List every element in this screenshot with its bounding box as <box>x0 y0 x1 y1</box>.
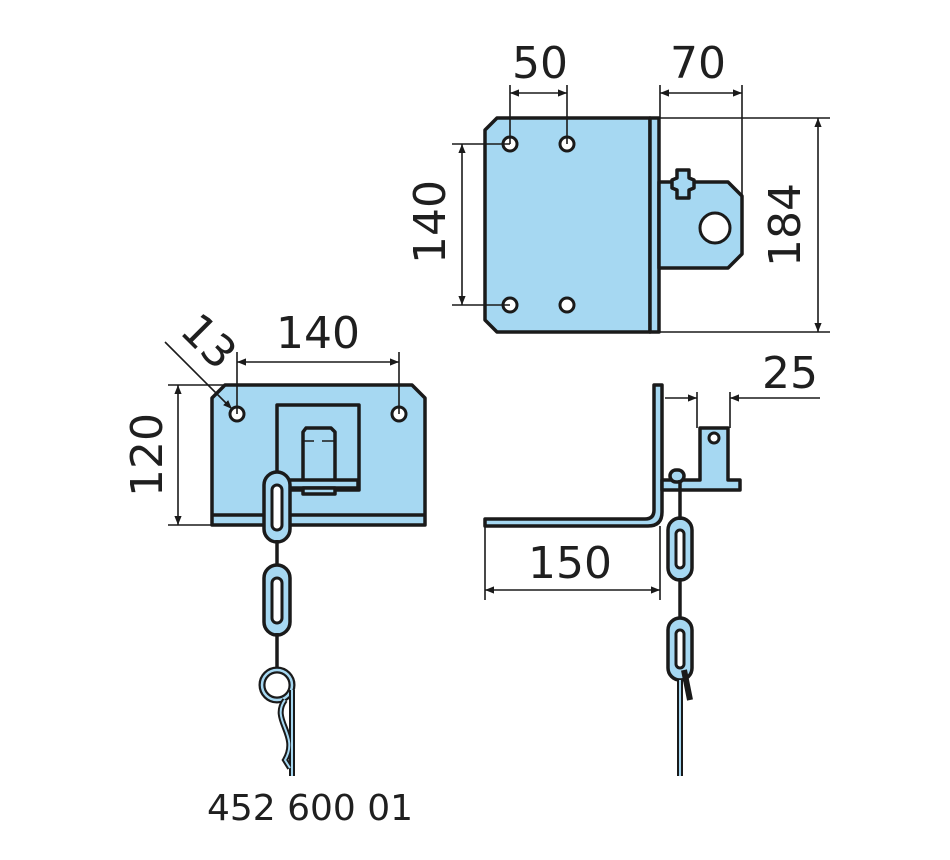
dim-label-150: 150 <box>528 538 612 589</box>
dim-label-120: 120 <box>122 413 173 497</box>
mount-hole <box>558 296 576 314</box>
side-view: 25 150 <box>483 348 820 776</box>
bracket-pin <box>670 168 696 200</box>
side-angle-plate <box>483 383 664 528</box>
dim-label-50: 50 <box>512 38 568 89</box>
chain <box>258 470 296 776</box>
bracket-hole <box>707 431 721 445</box>
top-view: 50 70 184 140 <box>405 38 830 334</box>
lock-base <box>301 486 337 496</box>
dim-label-25: 25 <box>762 348 818 399</box>
front-view: 140 13 120 <box>122 304 427 776</box>
side-bracket <box>660 426 742 492</box>
dim-label-70: 70 <box>670 38 726 89</box>
dim-label-13: 13 <box>170 304 246 380</box>
dim-label-184: 184 <box>760 183 811 267</box>
bracket-hole <box>698 211 732 245</box>
dim-label-140: 140 <box>276 308 360 359</box>
dim-leader-13 <box>164 341 233 410</box>
part-number: 452 600 01 <box>207 788 413 829</box>
lock-cylinder <box>301 426 337 487</box>
dim-label-140-vertical: 140 <box>405 180 456 264</box>
side-chain <box>666 468 694 776</box>
